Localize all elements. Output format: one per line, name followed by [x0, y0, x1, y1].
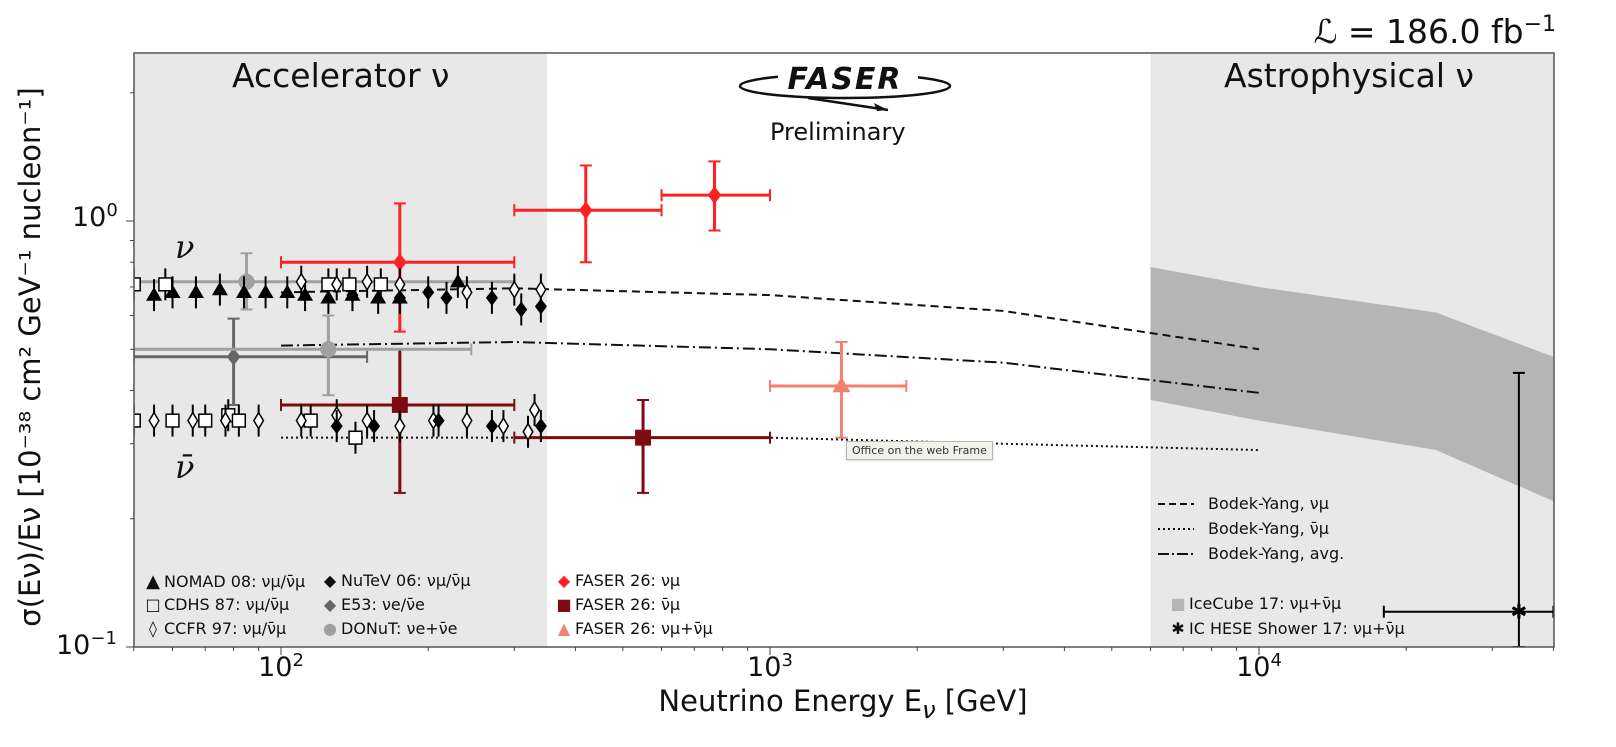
- y-tick-1: 100: [72, 200, 118, 233]
- astrophysical-region-label: Astrophysical ν: [1224, 56, 1474, 95]
- nubar-annotation: ν̄: [175, 448, 195, 486]
- svg-text:✱: ✱: [1511, 600, 1528, 624]
- x-axis-label: Neutrino Energy Eν [GeV]: [658, 684, 1028, 724]
- legend-e53: ◆E53: νe/ν̄e: [323, 595, 425, 614]
- accelerator-region-label: Accelerator ν: [232, 56, 450, 95]
- legend-nomad: ▲NOMAD 08: νμ/ν̄μ: [146, 571, 306, 592]
- legend-nutev: ◆NuTeV 06: νμ/ν̄μ: [323, 571, 471, 590]
- x-tick-1000: 103: [747, 650, 793, 683]
- y-tick-0.1: 10−1: [56, 628, 117, 661]
- legend-by-numu: Bodek-Yang, νμ: [1158, 494, 1329, 513]
- x-tick-10000: 104: [1236, 650, 1282, 683]
- legend-ccfr: ◊CCFR 97: νμ/ν̄μ: [149, 619, 287, 638]
- tooltip: Office on the web Frame: [846, 441, 993, 460]
- legend-donut: ●DONuT: νe+ν̄e: [323, 619, 458, 638]
- faser-logo-icon: FASER: [738, 62, 952, 112]
- nu-annotation: ν: [175, 228, 195, 266]
- y-axis-label: σ(Eν)/Eν [10⁻³⁸ cm² GeV⁻¹ nucleon⁻¹]: [13, 87, 47, 627]
- svg-text:FASER: FASER: [787, 62, 902, 97]
- legend-faser-numu: ◆FASER 26: νμ: [557, 571, 681, 590]
- legend-faser-sum: ▲FASER 26: νμ+ν̄μ: [557, 619, 713, 638]
- legend-cdhs: □CDHS 87: νμ/ν̄μ: [145, 595, 290, 614]
- luminosity-label: ℒ = 186.0 fb−1: [1313, 12, 1556, 51]
- x-tick-100: 102: [258, 650, 304, 683]
- legend-icecube: ■IceCube 17: νμ+ν̄μ: [1170, 594, 1342, 613]
- legend-ic-hese: ✱IC HESE Shower 17: νμ+ν̄μ: [1171, 619, 1405, 638]
- preliminary-label: Preliminary: [770, 118, 906, 146]
- legend-by-avg: Bodek-Yang, avg.: [1158, 544, 1345, 563]
- legend-faser-numubar: ■FASER 26: ν̄μ: [556, 595, 681, 614]
- legend-by-numubar: Bodek-Yang, ν̄μ: [1158, 519, 1329, 538]
